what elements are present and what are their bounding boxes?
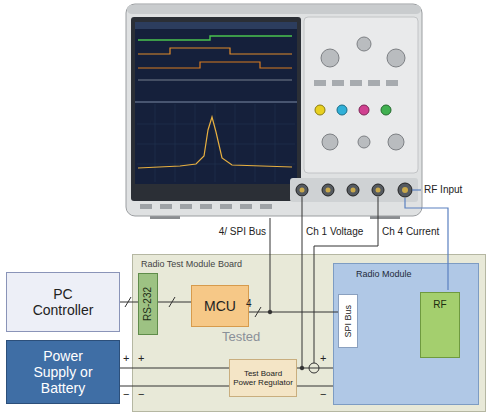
oscilloscope (326, 188, 331, 193)
box-label: PC Controller (25, 286, 101, 318)
probe-wires (125, 197, 378, 373)
oscilloscope (126, 4, 422, 219)
board-panel: Radio Test Module BoardRS-232 MCU Radio Mo… (132, 254, 486, 412)
box-label: Power Supply or Battery (21, 348, 105, 396)
box-label: RF (433, 299, 446, 311)
rf-box: RF (420, 292, 460, 358)
box-heading: Radio Test Module Board (141, 259, 242, 269)
oscilloscope (200, 204, 212, 209)
box-label: RS-232 (142, 287, 154, 321)
oscilloscope (260, 204, 272, 209)
probe-wires (255, 307, 261, 317)
callout-number: 4 (246, 298, 252, 310)
polarity-sign: − (320, 388, 326, 401)
oscilloscope (138, 36, 292, 40)
signal-label: Ch 1 Voltage (306, 226, 363, 238)
oscilloscope (135, 22, 297, 184)
oscilloscope (304, 17, 418, 173)
probe-wires (302, 197, 303, 368)
probe-wires (314, 197, 378, 363)
oscilloscope (131, 17, 301, 201)
wire-connector (158, 302, 191, 303)
oscilloscope (140, 204, 152, 209)
spi-bus-box: SPI Bus (338, 294, 358, 348)
rf-cable (412, 189, 421, 190)
regulator-box: Test Board Power Regulator (229, 359, 297, 397)
pc-box: PC Controller (6, 272, 120, 332)
mcu-box: MCU (191, 285, 249, 327)
oscilloscope (126, 4, 422, 216)
oscilloscope (359, 105, 369, 115)
wire-connector (297, 386, 333, 387)
polarity-sign: + (320, 352, 326, 365)
oscilloscope (402, 187, 408, 193)
oscilloscope (290, 178, 418, 202)
radio-module-box: Radio ModuleSPI Bus RF (333, 263, 479, 405)
oscilloscope (220, 204, 232, 209)
probe-wires (169, 297, 175, 307)
oscilloscope (322, 134, 338, 150)
oscilloscope (381, 105, 391, 115)
rf-cable (405, 198, 448, 290)
oscilloscope (138, 62, 292, 68)
wire-connector (120, 368, 229, 369)
oscilloscope (358, 136, 370, 148)
polarity-sign: − (123, 388, 129, 401)
rf-cable (405, 190, 448, 290)
probe-wires (300, 366, 304, 370)
oscilloscope (160, 204, 172, 209)
oscilloscope (388, 134, 404, 150)
oscilloscope (322, 184, 334, 196)
oscilloscope (315, 105, 325, 115)
probe-wires (270, 218, 271, 312)
oscilloscope (296, 184, 308, 196)
oscilloscope (368, 80, 380, 86)
polarity-sign: + (138, 352, 144, 365)
connector-group (120, 302, 338, 386)
wire-connector (249, 312, 338, 313)
oscilloscope (386, 80, 398, 86)
signal-label: Ch 4 Current (382, 226, 439, 238)
oscilloscope (138, 117, 292, 168)
oscilloscope (387, 49, 405, 67)
box-label: Test Board Power Regulator (232, 369, 294, 387)
polarity-sign: − (138, 388, 144, 401)
oscilloscope (357, 37, 371, 51)
wire-connector (120, 386, 229, 387)
oscilloscope (332, 80, 344, 86)
oscilloscope (350, 80, 362, 86)
oscilloscope (376, 188, 381, 193)
wire-connector (120, 302, 138, 303)
power-supply-box: Power Supply or Battery (6, 340, 120, 404)
oscilloscope (351, 188, 356, 193)
oscilloscope (135, 22, 297, 29)
port-label: RF Input (424, 184, 462, 196)
oscilloscope (138, 48, 292, 54)
oscilloscope (321, 49, 339, 67)
oscilloscope (337, 105, 347, 115)
signal-label: 4/ SPI Bus (219, 226, 266, 238)
probe-wires (268, 310, 272, 314)
oscilloscope (300, 188, 305, 193)
watermark: Tested (222, 330, 260, 345)
box-heading: Radio Module (356, 269, 412, 279)
oscilloscope (398, 183, 412, 197)
oscilloscope (137, 104, 295, 182)
polarity-sign: + (123, 352, 129, 365)
rs232-box: RS-232 (138, 273, 158, 335)
box-label: MCU (204, 298, 236, 314)
box-label: SPI Bus (343, 305, 353, 338)
oscilloscope (127, 5, 421, 14)
oscilloscope (138, 80, 292, 81)
oscilloscope (180, 204, 192, 209)
oscilloscope (372, 184, 384, 196)
wire-connector (297, 368, 333, 369)
oscilloscope (135, 102, 297, 103)
probe-wires (125, 297, 131, 307)
oscilloscope (347, 184, 359, 196)
oscilloscope (240, 204, 252, 209)
oscilloscope (314, 80, 326, 86)
probe-wires (309, 363, 319, 373)
